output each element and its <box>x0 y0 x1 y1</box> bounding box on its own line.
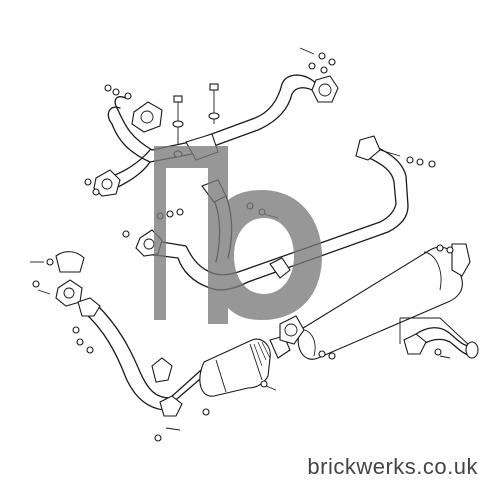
upper-flanges <box>93 75 339 197</box>
tailpipe-detail <box>399 317 479 359</box>
upper-heat-exchanger-pipe <box>107 74 323 189</box>
watermark-text: brickwerks.co.uk <box>307 454 478 479</box>
rear-silencer <box>279 243 471 360</box>
front-small-hardware <box>30 258 210 442</box>
logo-shape <box>154 146 322 324</box>
brickwerks-logo <box>154 146 322 324</box>
front-downpipe <box>55 251 211 417</box>
catalytic-converter <box>199 335 291 397</box>
upper-small-hardware <box>84 47 336 196</box>
